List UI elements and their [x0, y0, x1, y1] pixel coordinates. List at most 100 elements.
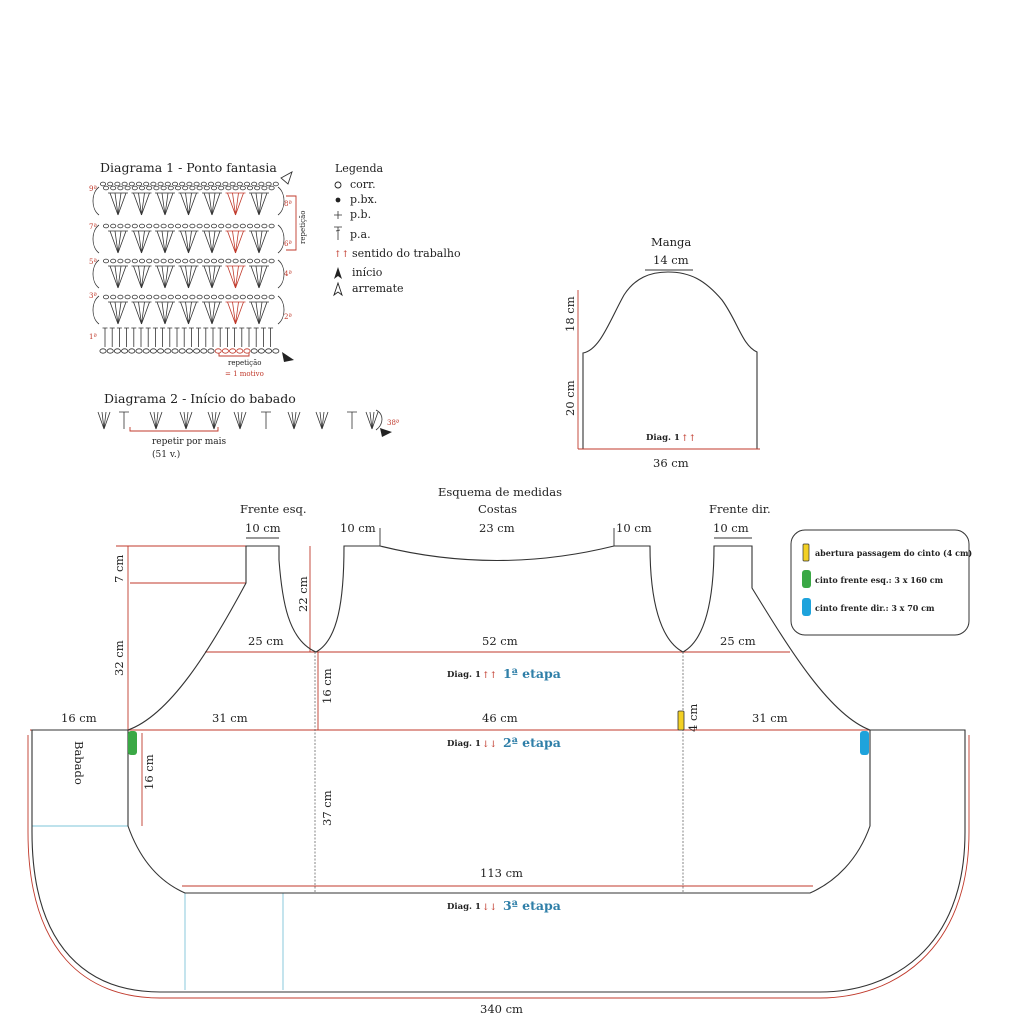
legend-item: p.a.: [350, 228, 371, 241]
turning-chain-mark: [277, 186, 285, 216]
notes-box: abertura passagem do cinto (4 cm) cinto …: [790, 529, 972, 636]
diag-ref: Diag. 1: [646, 433, 680, 443]
fan-stitch-mark: [250, 192, 268, 216]
note-text: cinto frente dir.: 3 x 70 cm: [815, 603, 935, 613]
measure-label: 23 cm: [479, 521, 515, 535]
chain-stitch-mark: [182, 258, 189, 264]
chain-stitch-mark: [113, 348, 121, 354]
chain-stitch-mark: [146, 258, 153, 264]
chain-stitch-mark: [138, 223, 145, 229]
chain-stitch-mark: [203, 185, 210, 191]
legend: Legenda corr. p.bx. p.b. p.a. ↑↑ sentido…: [333, 162, 461, 297]
chain-stitch-mark: [225, 223, 232, 229]
chain-stitch-mark: [246, 223, 253, 229]
stitch-chart: [92, 181, 285, 354]
double-crochet-mark: [261, 411, 271, 429]
stage-label: 1ª etapa: [503, 666, 561, 681]
note-text: abertura passagem do cinto (4 cm): [815, 548, 972, 558]
fan-stitch-mark: [203, 230, 221, 254]
chain-stitch-mark: [107, 181, 114, 187]
diagram-2-title: Diagrama 2 - Início do babado: [104, 391, 296, 406]
measure-label: 10 cm: [245, 521, 281, 535]
chain-stitch-mark: [189, 258, 196, 264]
double-crochet-mark: [167, 327, 173, 347]
fan-stitch-mark: [133, 192, 150, 216]
chain-stitch-mark: [246, 185, 253, 191]
chain-stitch-mark: [103, 223, 110, 229]
chain-stitch-mark: [128, 348, 136, 354]
measure-label: 340 cm: [480, 1002, 523, 1016]
fan-stitch-mark: [133, 265, 150, 289]
chain-stitch-mark: [193, 348, 201, 354]
fan-stitch-mark: [109, 192, 127, 216]
chain-stitch-mark: [210, 185, 217, 191]
chain-stitch-mark: [110, 258, 117, 264]
chain-stitch-mark: [265, 348, 273, 354]
chain-stitch-mark: [138, 294, 145, 300]
fan-stitch-mark: [133, 301, 150, 325]
stage-label: 3ª etapa: [503, 898, 561, 913]
sleeve-title: Manga: [651, 235, 691, 249]
double-crochet-mark: [119, 411, 129, 429]
chain-stitch-mark: [124, 185, 131, 191]
measure-label: 16 cm: [320, 668, 334, 704]
chain-stitch-mark: [179, 181, 186, 187]
back-title: Costas: [478, 502, 517, 516]
measure-body-height: 20 cm: [563, 380, 577, 416]
chain-stitch-mark: [153, 223, 160, 229]
chain-stitch-mark: [143, 181, 150, 187]
chain-stitch-mark: [189, 185, 196, 191]
double-crochet-mark: [116, 327, 122, 347]
fan-stitch-mark: [250, 230, 268, 254]
turning-chain-mark: [375, 409, 383, 431]
measure-top: 14 cm: [653, 253, 689, 267]
measure-label: 16 cm: [142, 754, 156, 790]
chain-stitch-mark: [196, 294, 203, 300]
chain-stitch-mark: [200, 181, 207, 187]
chain-stitch-mark: [146, 223, 153, 229]
chain-stitch-mark: [268, 223, 275, 229]
chain-stitch-mark: [146, 185, 153, 191]
double-crochet-mark: [347, 411, 357, 429]
right-belt-marker: [860, 731, 869, 755]
chain-stitch-mark: [214, 348, 222, 354]
repeat-bracket: [218, 353, 250, 357]
repeat-side-label: repetição: [299, 211, 307, 244]
note-text: cinto frente esq.: 3 x 160 cm: [815, 575, 944, 585]
turning-chain-mark: [92, 295, 100, 325]
chain-stitch-mark: [189, 223, 196, 229]
fan-stitch-mark: [250, 301, 268, 325]
chain-stitch-mark: [117, 294, 124, 300]
measure-label: 25 cm: [720, 634, 756, 648]
chain-stitch-mark: [124, 223, 131, 229]
measure-label: 16 cm: [61, 711, 97, 725]
fan-stitch-mark: [109, 301, 127, 325]
chain-stitch-mark: [174, 223, 181, 229]
double-crochet-mark: [268, 327, 274, 347]
direction-arrows-icon: ↓↓: [482, 740, 497, 750]
chain-stitch-mark: [110, 294, 117, 300]
chain-stitch-mark: [157, 181, 164, 187]
double-crochet-mark: [232, 327, 238, 347]
chain-stitch-mark: [189, 294, 196, 300]
chain-stitch-mark: [135, 181, 142, 187]
chain-stitch-mark: [239, 185, 246, 191]
double-crochet-mark: [145, 327, 151, 347]
turning-chain-mark: [277, 259, 285, 289]
chain-stitch-mark: [164, 348, 172, 354]
chain-stitch-mark: [243, 348, 251, 354]
chain-stitch-mark: [153, 294, 160, 300]
fan-stitch-mark: [203, 192, 221, 216]
diag-ref: Diag. 1: [447, 902, 481, 912]
chain-stitch-mark: [131, 258, 138, 264]
chain-stitch-mark: [268, 185, 275, 191]
turning-chain-mark: [92, 186, 100, 216]
chain-stitch-mark: [171, 181, 178, 187]
legend-item: corr.: [350, 178, 376, 191]
fan-stitch-mark: [156, 301, 174, 325]
fan-stitch-mark: [227, 192, 244, 216]
chain-stitch-mark: [272, 181, 279, 187]
chain-stitch-mark: [124, 294, 131, 300]
slip-stitch-icon: [335, 197, 341, 203]
ruffle-label: Babado: [72, 741, 86, 785]
